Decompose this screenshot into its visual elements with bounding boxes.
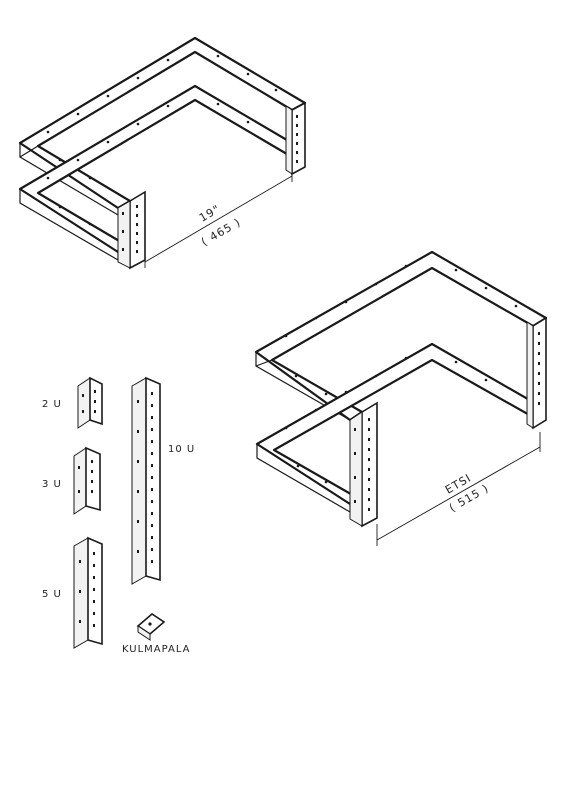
label-2u: 2 U [42,399,62,410]
frame-etsi-lower-band [255,342,535,506]
rail-3u [73,446,101,515]
rail-2u [77,376,103,429]
frame-19-rail-right [291,101,306,176]
frame-etsi: ETSI ( 515 ) [254,250,548,546]
rail-10u [131,376,161,585]
label-3u: 3 U [42,479,62,490]
label-5u: 5 U [42,589,62,600]
frame-19-rail-front [129,190,146,270]
dim-19-size: 19" [197,202,223,224]
frame-19inch: 19" ( 465 ) [18,36,307,270]
corner-piece [136,612,166,641]
label-10u: 10 U [168,444,195,455]
label-corner-piece: KULMAPALA [122,644,191,655]
frame-etsi-rail-front [361,401,378,528]
rail-5u [73,536,103,649]
